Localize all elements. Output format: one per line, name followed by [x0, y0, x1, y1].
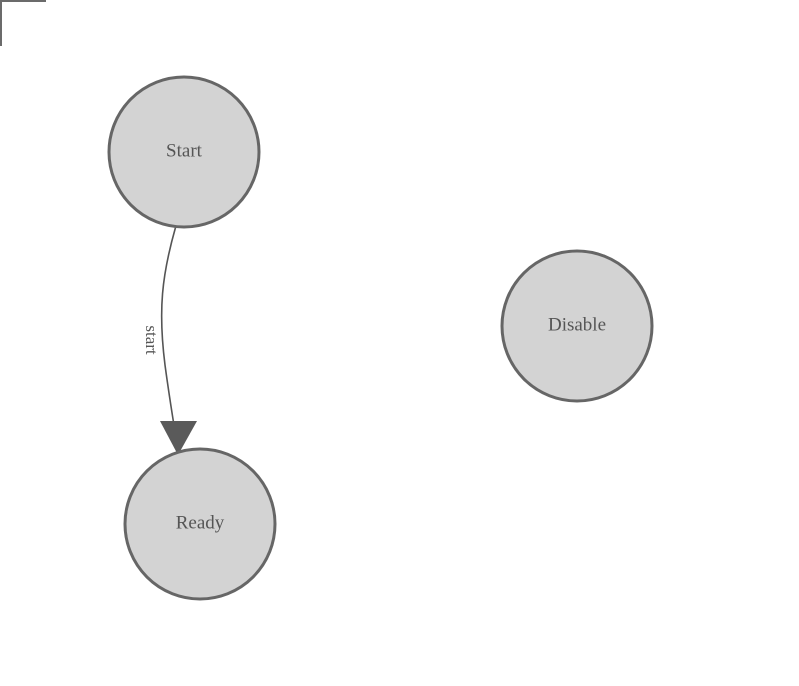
top-left-corner-marker-icon — [0, 0, 46, 46]
edge-start-to-ready[interactable]: start — [142, 227, 197, 456]
state-node-disable-shape — [500, 249, 654, 403]
edge-arrowhead-start-to-ready — [160, 421, 197, 455]
state-node-ready-label: Ready — [176, 512, 225, 533]
state-node-start[interactable]: Start — [107, 75, 261, 229]
state-node-disable-label: Disable — [548, 314, 606, 335]
state-node-ready[interactable]: Ready — [123, 447, 277, 601]
edge-label-start: start — [142, 325, 161, 355]
state-node-start-shape — [107, 75, 261, 229]
state-node-ready-shape — [123, 447, 277, 601]
edge-path-start-to-ready — [160, 227, 178, 445]
state-node-disable[interactable]: Disable — [500, 249, 654, 403]
state-node-start-label: Start — [166, 140, 203, 161]
